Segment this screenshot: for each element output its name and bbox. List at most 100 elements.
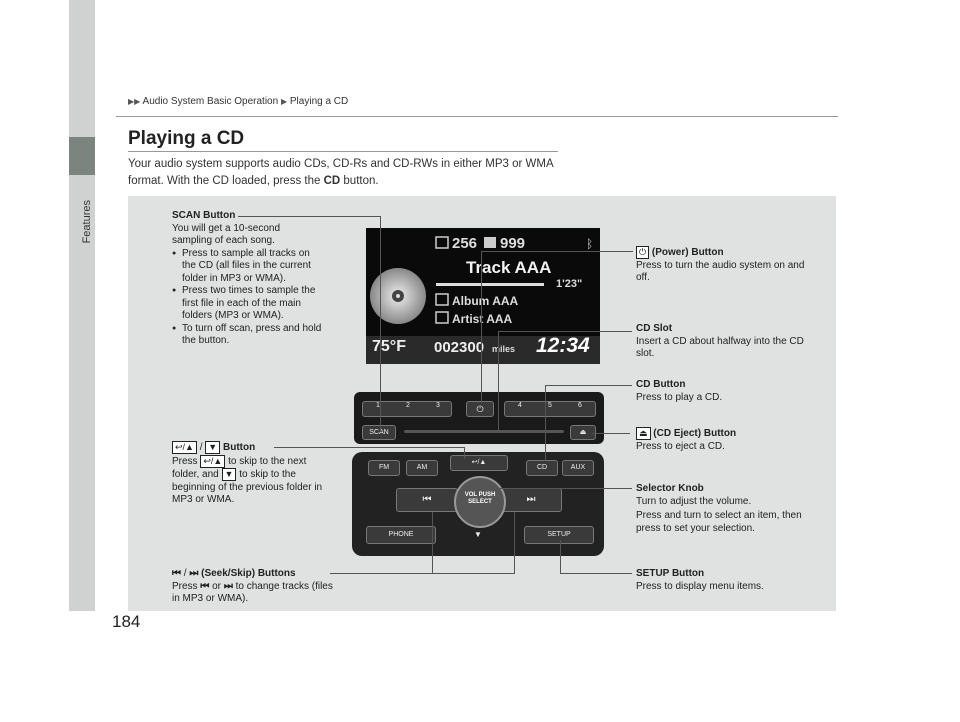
cd-leader	[545, 385, 632, 386]
skip-back-icon: ⏮	[422, 494, 432, 505]
list-item: Press to sample all tracks on the CD (al…	[172, 248, 322, 286]
track-count-icon	[484, 237, 496, 248]
folder-down-icon: ▼	[205, 441, 221, 454]
title-rule	[128, 151, 558, 152]
preset-4-button[interactable]: 4	[518, 402, 522, 409]
eject-icon: ⏏	[636, 427, 651, 440]
bluetooth-icon: ᛒ	[586, 237, 593, 251]
intro-paragraph: Your audio system supports audio CDs, CD…	[128, 158, 554, 187]
selector-knob[interactable]: VOL PUSH SELECT	[454, 476, 506, 528]
setup-leader	[560, 540, 561, 574]
power-button[interactable]: ⏻	[466, 401, 494, 417]
artist-icon	[435, 311, 449, 324]
folder-leader	[274, 447, 464, 448]
album-name: Album AAA	[452, 294, 519, 308]
setup-button[interactable]: SETUP	[524, 526, 594, 544]
section-tab-marker	[69, 137, 95, 175]
preset-6-button[interactable]: 6	[578, 402, 582, 409]
phone-button[interactable]: PHONE	[366, 526, 436, 544]
cd-button[interactable]: CD	[526, 460, 558, 476]
disc-count-icon	[435, 236, 449, 249]
folder-callout: ↩/▲ / ▼ Button Press ↩/▲ to skip to the …	[172, 441, 323, 506]
setup-leader	[560, 573, 632, 574]
disc-count: 256	[452, 235, 478, 252]
scan-callout-bullets: Press to sample all tracks on the CD (al…	[172, 248, 322, 348]
skip-forward-icon: ⏭	[189, 568, 199, 579]
breadcrumb-item[interactable]: Playing a CD	[289, 96, 349, 107]
setup-callout-text: Press to display menu items.	[636, 580, 764, 592]
progress-bar	[436, 283, 544, 286]
seek-callout-title: (Seek/Skip) Buttons	[201, 568, 296, 579]
folder-leader	[464, 447, 465, 459]
setup-callout-title: SETUP Button	[636, 568, 705, 579]
cd-keyword: CD	[323, 175, 341, 187]
cd-button-callout: CD Button Press to play a CD.	[636, 379, 816, 404]
skip-back-icon: ⏮	[200, 580, 210, 592]
odometer-unit: miles	[492, 344, 516, 354]
seek-forward-button[interactable]: ⏭	[500, 488, 562, 512]
cd-slot-callout-text: Insert a CD about halfway into the CD sl…	[636, 335, 804, 360]
seek-callout: ⏮ / ⏭ (Seek/Skip) Buttons Press ⏮ or ⏭ t…	[172, 568, 333, 604]
knob-leader	[498, 488, 632, 489]
folder-button[interactable]: ↩/▲	[450, 455, 508, 471]
folder-down-icon: ▼	[221, 468, 237, 482]
knob-callout-text-2: Press and turn to select an item, then p…	[636, 510, 802, 534]
am-button[interactable]: AM	[406, 460, 438, 476]
seek-leader	[514, 512, 515, 574]
folder-up-icon: ↩/▲	[172, 441, 197, 454]
setup-callout: SETUP Button Press to display menu items…	[636, 568, 816, 593]
scan-button[interactable]: SCAN	[362, 425, 396, 440]
power-callout: ⏻ (Power) Button Press to turn the audio…	[636, 246, 806, 285]
cd-button-callout-text: Press to play a CD.	[636, 391, 723, 403]
power-callout-title: (Power) Button	[651, 247, 724, 259]
preset-3-button[interactable]: 3	[436, 402, 440, 409]
track-name: Track AAA	[466, 258, 552, 277]
preset-group-right	[504, 401, 596, 417]
fm-button[interactable]: FM	[368, 460, 400, 476]
knob-callout-title: Selector Knob	[636, 483, 704, 494]
cd-slot-callout-title: CD Slot	[636, 323, 673, 334]
preset-2-button[interactable]: 2	[406, 402, 410, 409]
scan-callout-title: SCAN Button	[172, 210, 236, 221]
breadcrumb: ▶▶ Audio System Basic Operation ▶ Playin…	[128, 96, 348, 107]
breadcrumb-item[interactable]: Audio System Basic Operation	[142, 96, 279, 107]
artist-name: Artist AAA	[452, 312, 513, 326]
page-title: Playing a CD	[128, 128, 245, 149]
cd-button-callout-title: CD Button	[636, 379, 686, 390]
power-leader	[481, 251, 633, 252]
page-number: 184	[112, 612, 141, 631]
knob-callout: Selector Knob Turn to adjust the volume.…	[636, 483, 816, 535]
track-time: 1'23"	[556, 278, 583, 290]
folder-callout-title: Button	[223, 442, 256, 454]
folder-up-icon: ↩/▲	[200, 454, 226, 468]
preset-1-button[interactable]: 1	[376, 402, 380, 409]
power-leader	[481, 251, 482, 403]
section-label: Features	[81, 200, 93, 244]
breadcrumb-arrow-icon: ▶	[280, 97, 288, 106]
eject-button[interactable]: ⏏	[570, 425, 596, 440]
track-count: 999	[500, 235, 526, 252]
breadcrumb-arrow-icon: ▶▶	[128, 97, 141, 106]
eject-callout-title: (CD Eject) Button	[653, 428, 737, 440]
album-icon	[435, 293, 449, 306]
power-icon: ⏻	[636, 246, 650, 259]
eject-leader	[592, 433, 630, 434]
radio-lower-panel: FM AM ↩/▲ CD AUX ⏮ ⏭ VOL PUSH SELECT PHO…	[352, 452, 604, 556]
scan-callout-text: You will get a 10-second sampling of eac…	[172, 222, 281, 247]
skip-back-icon: ⏮	[172, 568, 181, 579]
power-callout-text: Press to turn the audio system on and of…	[636, 259, 805, 284]
eject-icon: ⏏	[579, 429, 587, 436]
eject-callout-text: Press to eject a CD.	[636, 440, 725, 452]
header-rule	[116, 116, 838, 117]
audio-display: ᛒ 256 999 Track AAA 1'23" Album AAA Arti…	[366, 228, 600, 364]
clock: 12:34	[536, 334, 590, 357]
cd-slot[interactable]	[404, 430, 564, 433]
preset-5-button[interactable]: 5	[548, 402, 552, 409]
radio-upper-panel: 1 2 3 ⏻ 4 5 6 SCAN ⏏	[354, 392, 604, 444]
aux-button[interactable]: AUX	[562, 460, 594, 476]
preset-group-left	[362, 401, 452, 417]
seek-leader	[432, 512, 433, 574]
seek-back-button[interactable]: ⏮	[396, 488, 458, 512]
folder-up-icon: ↩/▲	[471, 459, 487, 466]
eject-callout: ⏏ (CD Eject) Button Press to eject a CD.	[636, 427, 816, 453]
